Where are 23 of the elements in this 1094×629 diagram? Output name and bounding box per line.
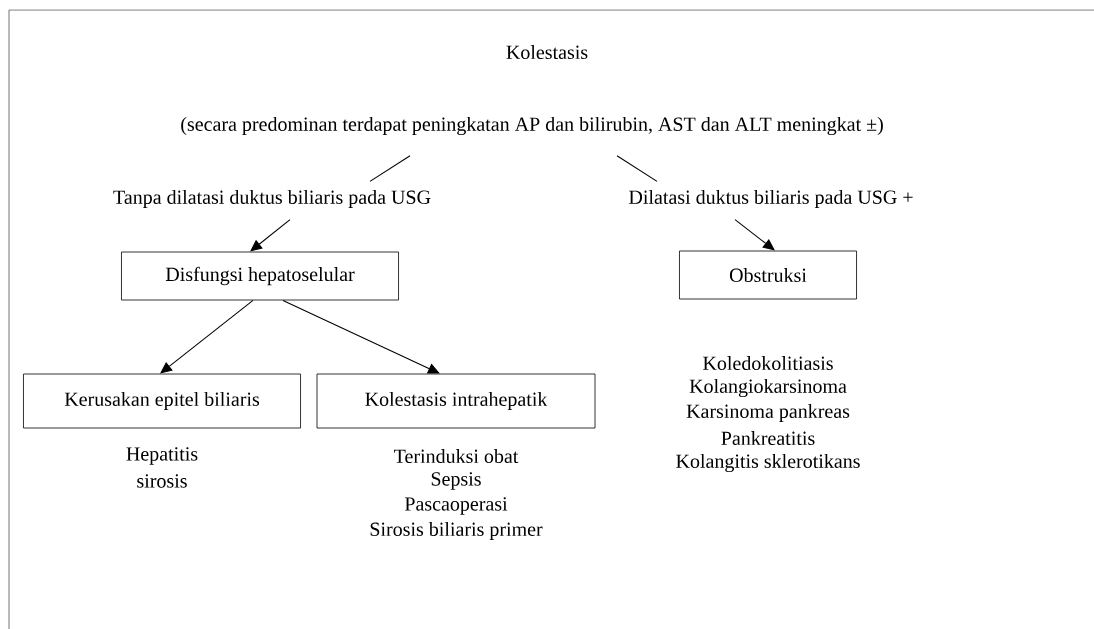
list-item: Kolangitis sklerotikans: [676, 453, 860, 473]
branch-text: Tanpa dilatasi duktus biliaris pada USG: [113, 189, 431, 209]
process-box: Disfungsi hepatoselular: [121, 251, 399, 301]
list-item: Sepsis: [431, 472, 481, 490]
process-box: Kolestasis intrahepatik: [316, 373, 596, 429]
list-item: Kolangiokarsinoma: [689, 378, 847, 398]
arrow: [160, 299, 254, 374]
arrow: [282, 299, 440, 374]
list-item: Karsinoma pankreas: [686, 403, 850, 423]
list-item: Sirosis biliaris primer: [370, 521, 543, 541]
title: Kolestasis: [506, 45, 588, 60]
branch-text: Dilatasi duktus biliaris pada USG +: [629, 189, 913, 209]
list-item: Pascaoperasi: [404, 497, 508, 515]
arrow: [250, 219, 291, 252]
process-box: Kerusakan epitel biliaris: [23, 373, 301, 429]
arrow: [734, 219, 775, 251]
process-box: Obstruksi: [679, 250, 857, 300]
list-item: sirosis: [137, 474, 187, 488]
list-item: Terinduksi obat: [394, 449, 519, 464]
list-item: Hepatitis: [126, 447, 198, 465]
branch-text: (secara predominan terdapat peningkatan AP dan bilirubin, AST dan ALT meningkat ±): [181, 116, 883, 136]
list-item: Koledokolitiasis: [703, 356, 833, 371]
list-item: Pankreatitis: [721, 431, 815, 446]
